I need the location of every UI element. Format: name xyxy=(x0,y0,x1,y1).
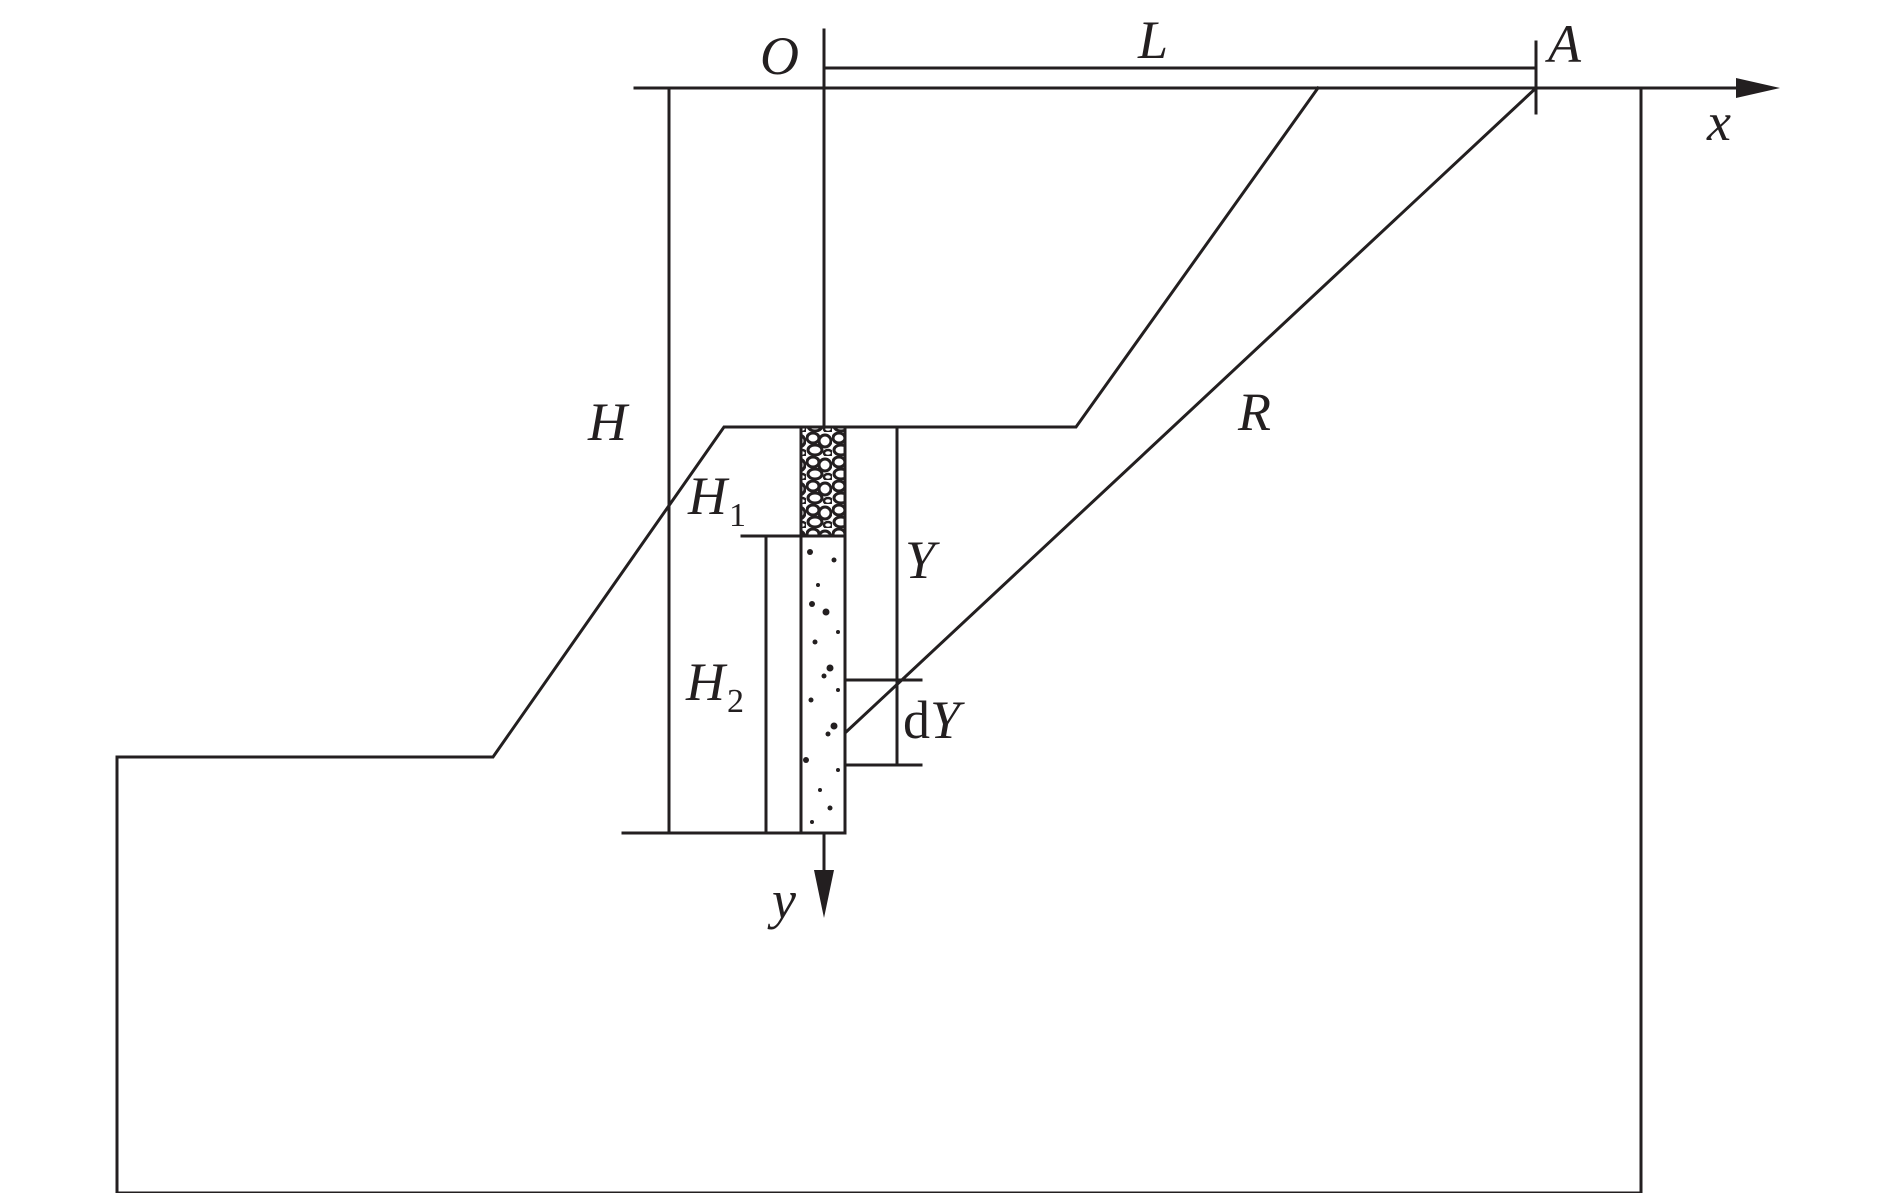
point-a-label: A xyxy=(1545,14,1582,74)
y-axis-label: y xyxy=(767,870,796,930)
ground-outline xyxy=(115,85,1321,1193)
h2-subscript: 2 xyxy=(727,683,744,720)
length-label: L xyxy=(1137,10,1168,70)
origin-label: O xyxy=(760,26,799,86)
h1-label: H1 xyxy=(687,466,746,534)
anchor-concrete xyxy=(799,534,847,835)
dy-variable: Y xyxy=(930,690,965,750)
anchor-gravel xyxy=(799,425,847,538)
concrete-speckles xyxy=(803,549,840,824)
dy-label: dY xyxy=(903,690,965,750)
h2-label: H2 xyxy=(685,652,744,720)
height-label: H xyxy=(587,392,630,452)
x-axis-label: x xyxy=(1706,92,1731,152)
h1-subscript: 1 xyxy=(729,497,746,534)
h1-main: H xyxy=(687,466,730,526)
y-axis-arrow xyxy=(814,870,834,918)
x-axis-arrow xyxy=(1736,78,1780,98)
depth-label: Y xyxy=(905,530,940,590)
dy-prefix: d xyxy=(903,690,930,750)
h2-main: H xyxy=(685,652,728,712)
radius-label: R xyxy=(1237,382,1271,442)
r-line xyxy=(842,85,1539,736)
